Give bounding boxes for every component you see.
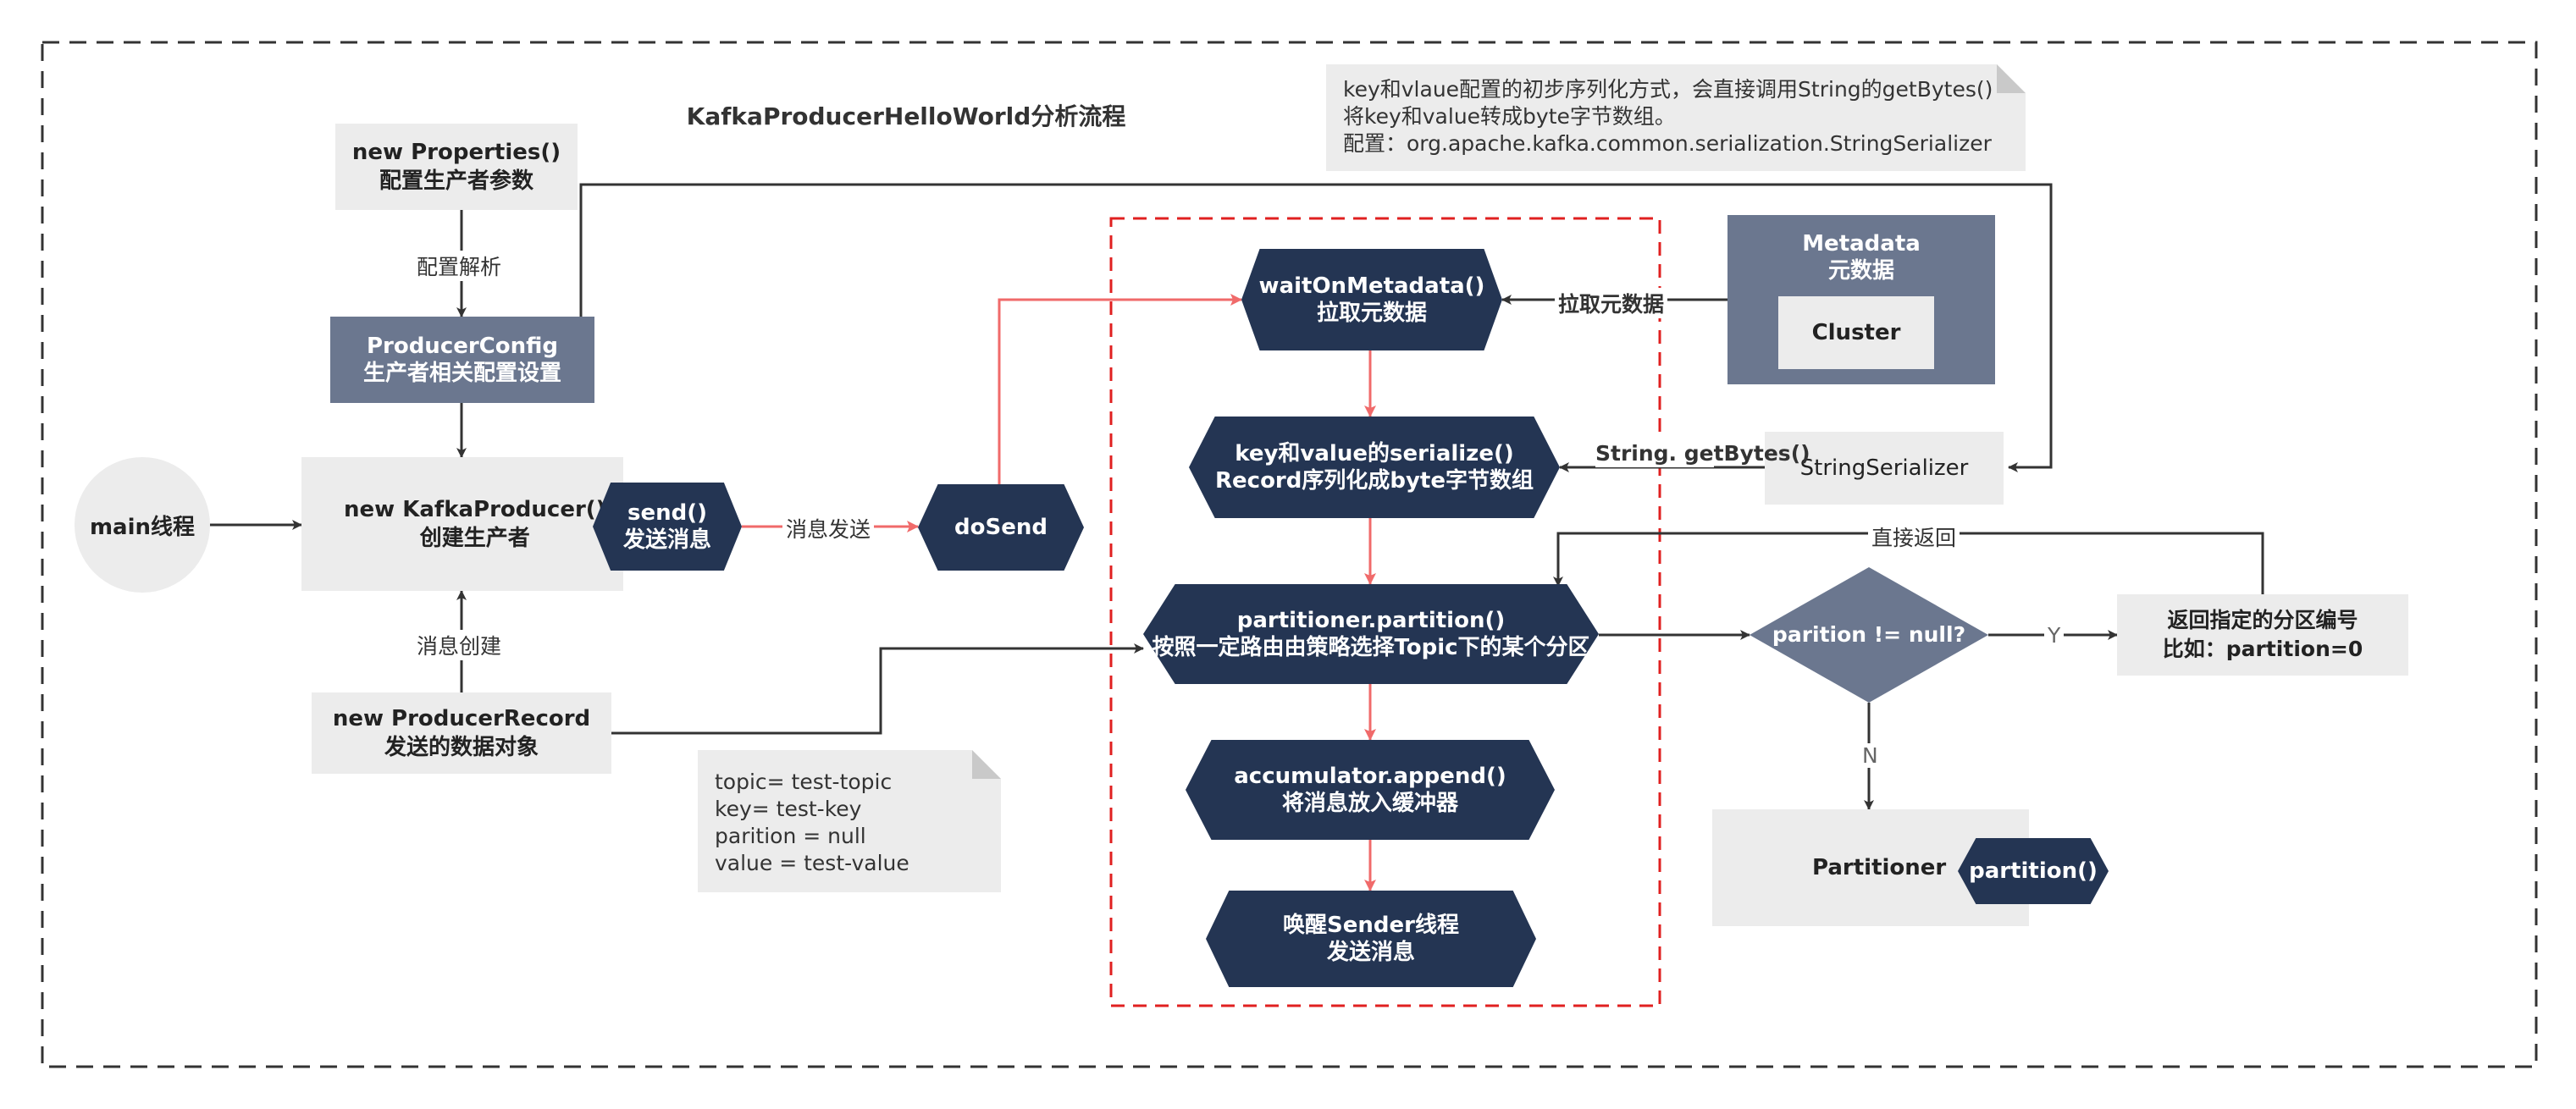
string-serializer-node: StringSerializer: [1765, 432, 2004, 505]
diagram-title: KafkaProducerHelloWorld分析流程: [686, 102, 1126, 130]
partition-node: partitioner.partition() 按照一定路由由策略选择Topic…: [1143, 584, 1599, 684]
decision-label: parition != null?: [1772, 622, 1966, 647]
send-node: send() 发送消息: [593, 483, 742, 571]
serializer-note-text: key和vlaue配置的初步序列化方式，会直接调用String的getBytes…: [1343, 77, 1993, 156]
record-note-text: topic= test-topic key= test-key parition…: [715, 770, 909, 875]
edge-dosend-wait: [998, 294, 1242, 484]
metadata-label: Metadata 元数据: [1802, 231, 1921, 284]
kafka-producer-node: new KafkaProducer() 创建生产者: [301, 457, 623, 591]
record-note: topic= test-topic key= test-key parition…: [698, 750, 1001, 892]
serializer-note: key和vlaue配置的初步序列化方式，会直接调用String的getBytes…: [1326, 64, 2026, 171]
metadata-node: Metadata 元数据 Cluster: [1727, 215, 1995, 384]
label-message-send: 消息发送: [782, 513, 875, 543]
producer-config-node: ProducerConfig 生产者相关配置设置: [330, 317, 594, 403]
main-thread-node: main线程: [75, 457, 210, 593]
label-config-parse: 配置解析: [413, 251, 506, 281]
core-flow-group: [1109, 217, 1661, 1007]
return-partition-node: 返回指定的分区编号 比如：partition=0: [2117, 594, 2408, 676]
label-string-getbytes: String. getBytes(): [1595, 440, 1810, 467]
cluster-node: Cluster: [1778, 296, 1934, 369]
outer-frame: [41, 41, 2538, 1068]
label-direct-return: 直接返回: [1868, 521, 1960, 552]
decision-diamond: [1750, 567, 1988, 703]
label-message-create: 消息创建: [413, 630, 506, 660]
wait-on-metadata-node: waitOnMetadata() 拉取元数据: [1241, 249, 1502, 350]
label-no: N: [1859, 743, 1882, 768]
edge-record-partition: [611, 643, 1144, 735]
label-yes: Y: [2044, 623, 2065, 648]
label-fetch-metadata: 拉取元数据: [1555, 288, 1668, 318]
producer-record-node: new ProducerRecord 发送的数据对象: [312, 692, 611, 774]
dosend-node: doSend: [918, 484, 1084, 571]
partition-method-node: partition(): [1958, 838, 2109, 904]
edge-config-serializer: [579, 183, 2053, 472]
serialize-node: key和value的serialize() Record序列化成byte字节数组: [1189, 417, 1560, 518]
properties-node: new Properties() 配置生产者参数: [335, 124, 578, 210]
accumulator-node: accumulator.append() 将消息放入缓冲器: [1186, 740, 1555, 840]
sender-node: 唤醒Sender线程 发送消息: [1206, 891, 1536, 987]
